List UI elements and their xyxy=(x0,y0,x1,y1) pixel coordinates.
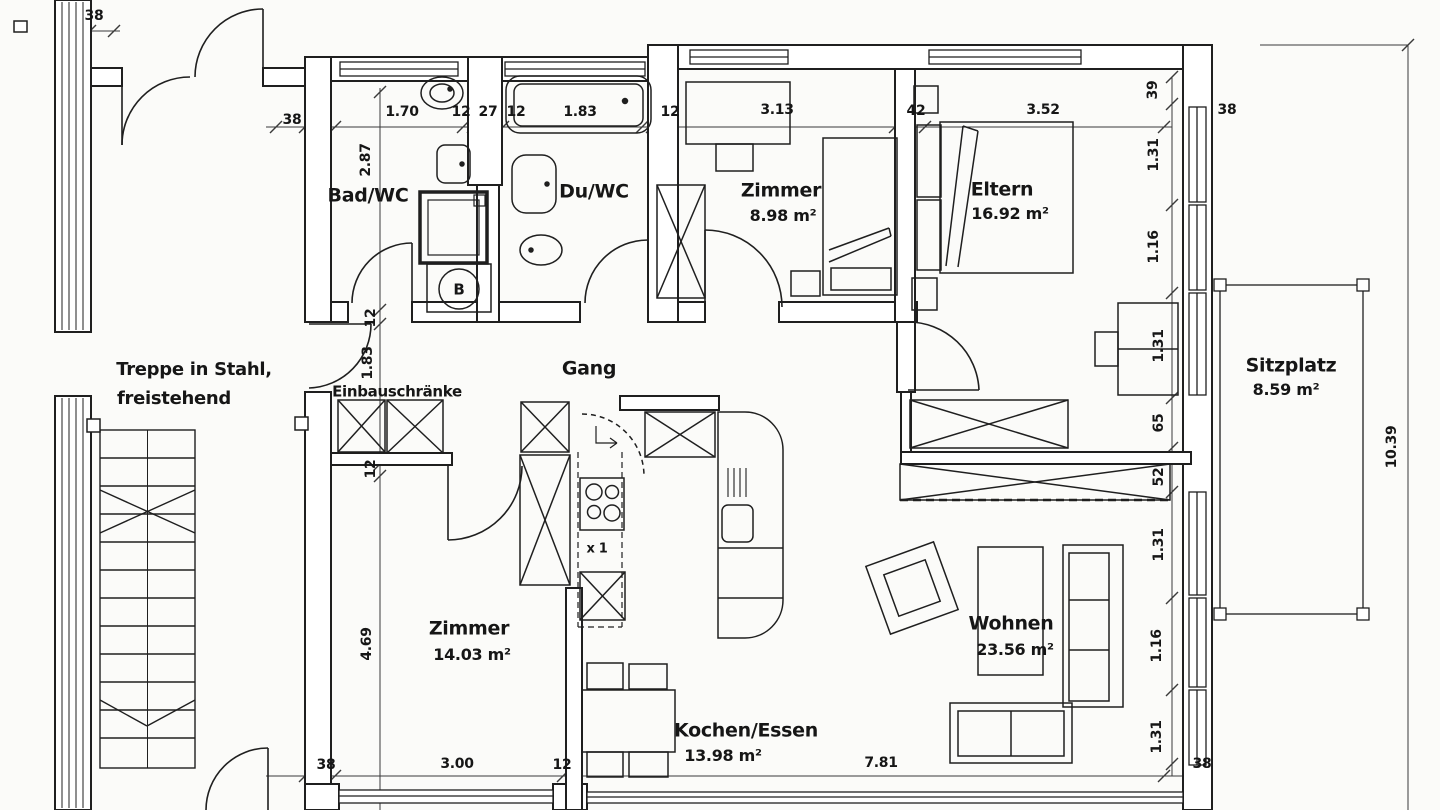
zimmer1-wardrobe xyxy=(656,184,706,299)
hall-wardrobes xyxy=(337,399,444,454)
dimension-lines xyxy=(83,24,1415,810)
sofa-right xyxy=(1062,544,1124,708)
wall-hatch-lines xyxy=(61,2,84,808)
sitzplatz-outline xyxy=(1213,278,1370,621)
windows xyxy=(338,49,1207,804)
eltern-side-units xyxy=(911,85,942,311)
stove xyxy=(579,477,625,531)
sofa-bottom xyxy=(949,702,1073,764)
kitchen-counter-right xyxy=(717,411,784,639)
kitchen-units xyxy=(519,401,716,628)
du-sink xyxy=(511,154,557,214)
washing-machine xyxy=(426,263,492,313)
eltern-bed xyxy=(939,121,1074,274)
du-wc-door xyxy=(584,239,649,304)
toilet xyxy=(519,234,563,266)
eltern-closet xyxy=(909,399,1069,449)
wall-left-upper xyxy=(304,56,332,323)
staircase xyxy=(99,429,196,769)
entry-door xyxy=(308,323,372,389)
zimmer1-door xyxy=(704,229,783,308)
sideboard xyxy=(977,546,1044,676)
zimmer1-desk xyxy=(685,81,791,172)
zimmer1-bed xyxy=(790,137,898,297)
doors xyxy=(121,8,980,810)
eltern-door xyxy=(907,321,980,391)
dining-table xyxy=(581,662,676,778)
eltern-dresser xyxy=(1094,302,1179,396)
bathtub xyxy=(505,75,652,134)
armchair xyxy=(864,540,960,636)
double-swing-door xyxy=(121,8,264,146)
bad-shower xyxy=(418,190,489,265)
stairwell-door xyxy=(205,747,269,810)
built-in-closet xyxy=(899,463,1171,502)
bad-wc-door xyxy=(351,242,413,304)
bad-sink xyxy=(436,144,471,184)
wall-bottom-pier-1 xyxy=(304,783,340,810)
wall-left-lower xyxy=(304,391,332,810)
zimmer2-door xyxy=(447,465,523,541)
furniture xyxy=(337,75,1179,778)
stairwell-walls xyxy=(54,0,308,810)
posts xyxy=(13,20,309,433)
bad-washbasin xyxy=(420,76,464,110)
